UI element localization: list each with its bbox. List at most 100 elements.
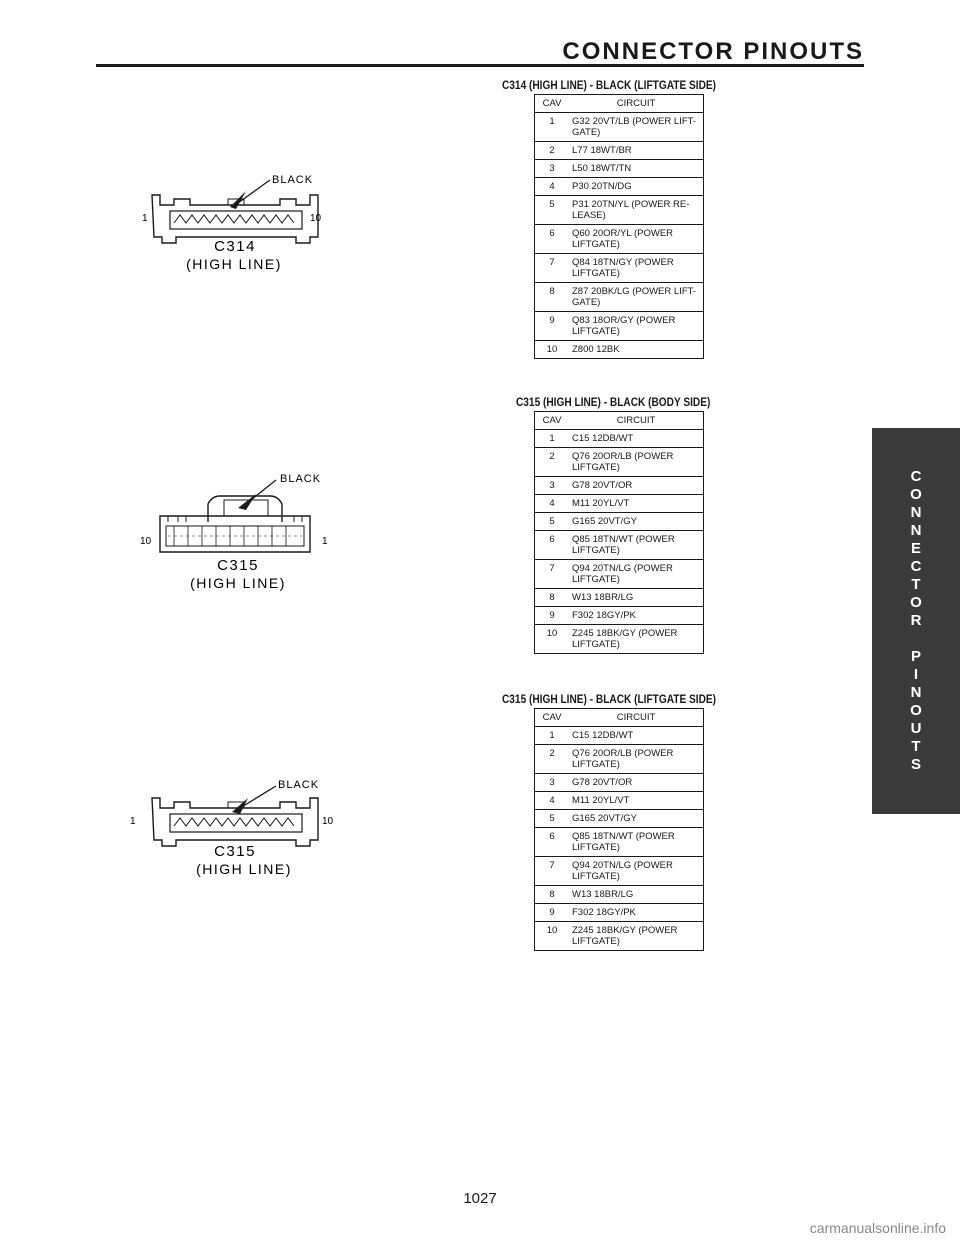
watermark[interactable]: carmanualsonline.info: [809, 1220, 946, 1236]
side-tab-letter: C: [910, 468, 922, 485]
connector-name: C315: [217, 557, 259, 574]
circuit-cell: Q94 20TN/LG (POWER LIFTGATE): [569, 559, 704, 589]
connector-diagram-c314: BLACK 1 10 C314 (HIGH LINE): [130, 165, 360, 280]
connector-name: C315: [214, 843, 256, 860]
cav-cell: 4: [534, 791, 569, 810]
side-tab-letter: I: [913, 666, 919, 683]
circuit-cell: G78 20VT/OR: [569, 773, 704, 792]
circuit-cell: Q76 20OR/LB (POWER LIFTGATE): [569, 447, 704, 477]
cav-cell: 9: [534, 606, 569, 625]
side-tab-letter: O: [910, 594, 922, 611]
circuit-cell: W13 18BR/LG: [569, 885, 704, 904]
pin-label-left: 1: [130, 816, 136, 827]
side-tab-letter: N: [910, 684, 922, 701]
side-tab-letter: U: [910, 720, 922, 737]
circuit-cell: L77 18WT/BR: [569, 141, 704, 160]
cav-cell: 7: [534, 253, 569, 283]
connector-name: C314: [214, 238, 256, 255]
side-tab-letter: N: [910, 522, 922, 539]
cav-cell: 3: [534, 159, 569, 178]
circuit-cell: G32 20VT/LB (POWER LIFT-GATE): [569, 112, 704, 142]
pin-label-right: 10: [322, 816, 334, 827]
cav-cell: 3: [534, 773, 569, 792]
pin-label-right: 1: [322, 536, 328, 547]
cav-cell: 6: [534, 827, 569, 857]
cav-cell: 7: [534, 559, 569, 589]
header-rule: [96, 64, 864, 67]
cav-cell: 8: [534, 885, 569, 904]
circuit-cell: G78 20VT/OR: [569, 476, 704, 495]
cav-cell: 7: [534, 856, 569, 886]
cav-cell: 1: [534, 429, 569, 448]
page-title: CONNECTOR PINOUTS: [562, 38, 864, 65]
pin-label-right: 10: [310, 213, 322, 224]
connector-subname: (HIGH LINE): [186, 256, 282, 272]
side-tab-letter: R: [910, 612, 922, 629]
circuit-cell: Q76 20OR/LB (POWER LIFTGATE): [569, 744, 704, 774]
section-c314-liftgate: C314 (HIGH LINE) - BLACK (LIFTGATE SIDE)…: [502, 80, 745, 359]
column-header-circuit: CIRCUIT: [569, 708, 704, 727]
circuit-cell: G165 20VT/GY: [569, 809, 704, 828]
pin-label-left: 1: [142, 213, 148, 224]
section-title: C314 (HIGH LINE) - BLACK (LIFTGATE SIDE): [502, 80, 717, 92]
pin-label-left: 10: [140, 536, 152, 547]
color-label: BLACK: [280, 473, 321, 485]
circuit-cell: M11 20YL/VT: [569, 791, 704, 810]
color-label: BLACK: [272, 174, 313, 186]
side-tab-gap: [906, 630, 926, 648]
circuit-cell: Z245 18BK/GY (POWER LIFTGATE): [569, 921, 704, 951]
cav-cell: 8: [534, 282, 569, 312]
circuit-cell: Z245 18BK/GY (POWER LIFTGATE): [569, 624, 704, 654]
side-tab-letter: T: [911, 738, 921, 755]
circuit-cell: Z800 12BK: [569, 340, 704, 359]
cav-cell: 4: [534, 494, 569, 513]
cav-cell: 2: [534, 447, 569, 477]
column-header-circuit: CIRCUIT: [569, 411, 704, 430]
circuit-cell: Q94 20TN/LG (POWER LIFTGATE): [569, 856, 704, 886]
column-header-cav: CAV: [534, 411, 569, 430]
column-header-cav: CAV: [534, 708, 569, 727]
circuit-cell: Q83 18OR/GY (POWER LIFTGATE): [569, 311, 704, 341]
column-header-cav: CAV: [534, 94, 569, 113]
section-c315-liftgate: C315 (HIGH LINE) - BLACK (LIFTGATE SIDE)…: [502, 694, 745, 951]
cav-cell: 10: [534, 921, 569, 951]
circuit-cell: W13 18BR/LG: [569, 588, 704, 607]
circuit-cell: F302 18GY/PK: [569, 903, 704, 922]
circuit-cell: Z87 20BK/LG (POWER LIFT-GATE): [569, 282, 704, 312]
side-tab-letter: O: [910, 702, 922, 719]
connector-subname: (HIGH LINE): [196, 861, 292, 877]
side-tab-letter: N: [910, 504, 922, 521]
cav-cell: 8: [534, 588, 569, 607]
section-c315-body: C315 (HIGH LINE) - BLACK (BODY SIDE) CAV…: [516, 397, 737, 654]
cav-cell: 3: [534, 476, 569, 495]
circuit-cell: Q85 18TN/WT (POWER LIFTGATE): [569, 530, 704, 560]
cav-cell: 2: [534, 141, 569, 160]
cav-cell: 1: [534, 112, 569, 142]
connector-diagram-c315-liftgate: BLACK 1 10 C315 (HIGH LINE): [130, 772, 360, 882]
